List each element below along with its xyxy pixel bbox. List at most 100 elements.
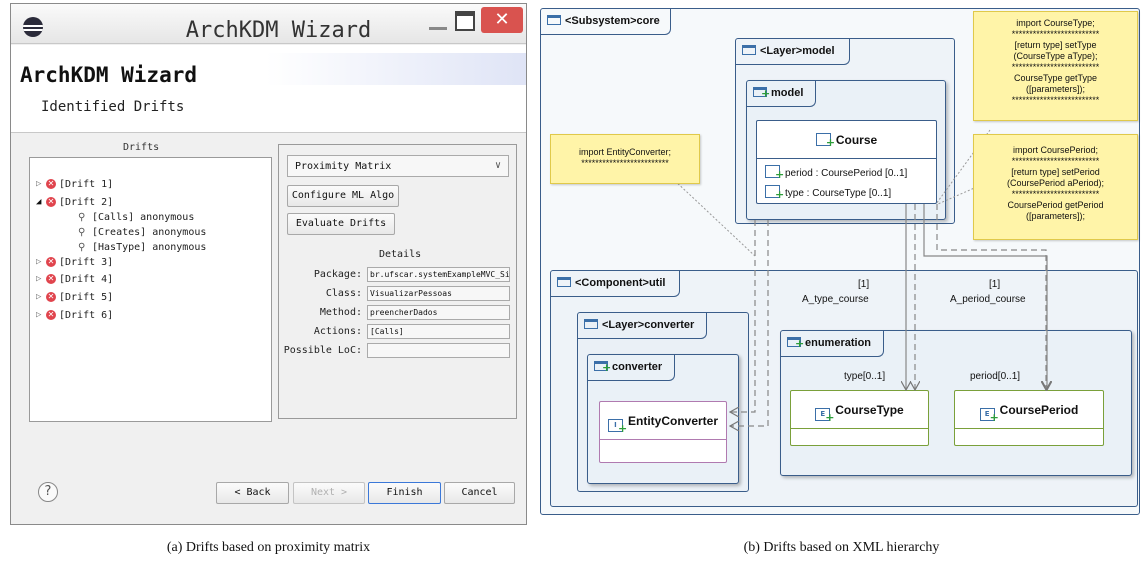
- error-icon: ✕: [46, 310, 56, 320]
- interface-icon: I: [607, 419, 627, 433]
- converter-layer-label: <Layer>converter: [602, 319, 695, 331]
- expand-icon[interactable]: ▷: [36, 274, 42, 284]
- entityconverter-class[interactable]: IEntityConverter: [599, 401, 727, 463]
- multiplicity-period: [1]: [989, 279, 1001, 290]
- coursetype-enum[interactable]: ECourseType: [790, 390, 929, 446]
- method-field[interactable]: preencherDados: [367, 305, 510, 320]
- wizard-window: ArchKDM Wizard ✕ ArchKDM Wizard Identifi…: [10, 3, 527, 525]
- package-icon: [753, 87, 770, 98]
- course-class[interactable]: Course period : CoursePeriod [0..1] type…: [756, 120, 937, 204]
- enumeration-package-tab: enumeration: [781, 331, 885, 357]
- note-line: *************************: [1011, 95, 1100, 105]
- note-line: CoursePeriod getPeriod: [1007, 200, 1104, 210]
- class-field[interactable]: VisualizarPessoas: [367, 286, 510, 301]
- tree-item-drift-3[interactable]: ▷ ✕ [Drift 3]: [36, 254, 113, 270]
- caption-a: (a) Drifts based on proximity matrix: [166, 540, 371, 555]
- tree-item-label: [Calls] anonymous: [92, 211, 195, 223]
- enumeration-icon: E: [815, 408, 834, 422]
- role-type-label: type[0..1]: [844, 371, 886, 382]
- package-icon: [742, 45, 756, 55]
- tree-item-label: [Drift 5]: [59, 291, 114, 303]
- converter-layer-tab: <Layer>converter: [578, 313, 708, 339]
- configure-ml-button[interactable]: Configure ML Algo: [287, 185, 399, 207]
- package-field[interactable]: br.ufscar.systemExampleMVC_Simp: [367, 267, 510, 282]
- strategy-select-value: Proximity Matrix: [295, 161, 392, 172]
- note-line: *************************: [1011, 62, 1100, 72]
- courseperiod-enum[interactable]: ECoursePeriod: [954, 390, 1104, 446]
- attribute-icon: [765, 185, 784, 199]
- note-import-entityconverter: import EntityConverter; ****************…: [550, 134, 700, 184]
- attribute-icon: [765, 165, 784, 179]
- error-icon: ✕: [46, 274, 56, 284]
- entityconverter-class-header: IEntityConverter: [600, 402, 726, 440]
- package-label: Package:: [313, 269, 362, 280]
- model-layer-label: <Layer>model: [760, 45, 835, 57]
- tree-item-label: [Creates] anonymous: [92, 226, 207, 238]
- package-icon: [594, 361, 611, 372]
- association-period-label: A_period_course: [950, 294, 1026, 305]
- core-subsystem-label: <Subsystem>core: [565, 15, 660, 27]
- finish-button[interactable]: Finish: [368, 482, 441, 504]
- expand-icon[interactable]: ▷: [36, 257, 42, 267]
- banner-gradient: [266, 53, 526, 85]
- tree-item-drift-4[interactable]: ▷ ✕ [Drift 4]: [36, 271, 113, 287]
- help-icon[interactable]: ?: [38, 482, 58, 502]
- role-period-label: period[0..1]: [970, 371, 1021, 382]
- strategy-select[interactable]: Proximity Matrix ∨: [287, 155, 509, 177]
- tree-item-hastype[interactable]: ⚲ [HasType] anonymous: [78, 239, 206, 255]
- actions-label: Actions:: [313, 326, 362, 337]
- possible-loc-label: Possible LoC:: [283, 345, 362, 356]
- tree-item-label: [Drift 1]: [59, 178, 114, 190]
- enumeration-package-label: enumeration: [805, 337, 872, 349]
- evaluate-drifts-button[interactable]: Evaluate Drifts: [287, 213, 395, 235]
- package-icon: [547, 15, 561, 25]
- util-component-label: <Component>util: [575, 277, 666, 289]
- wizard-heading: ArchKDM Wizard: [20, 63, 198, 87]
- note-line: ([parameters]);: [1025, 211, 1085, 221]
- tree-item-calls[interactable]: ⚲ [Calls] anonymous: [78, 209, 194, 225]
- search-icon: ⚲: [78, 241, 86, 253]
- back-button[interactable]: < Back: [216, 482, 289, 504]
- wizard-banner: ArchKDM Wizard Identified Drifts: [11, 45, 526, 133]
- expand-icon[interactable]: ▷: [36, 179, 42, 189]
- note-line: [return type] setPeriod: [1011, 167, 1100, 177]
- courseperiod-enum-header: ECoursePeriod: [955, 391, 1103, 429]
- courseperiod-enum-name: CoursePeriod: [999, 403, 1079, 417]
- converter-package-tab: converter: [588, 355, 676, 381]
- expand-icon[interactable]: ▷: [36, 310, 42, 320]
- course-attr-period-text: period : CoursePeriod [0..1]: [785, 168, 908, 179]
- expand-icon[interactable]: ▷: [36, 292, 42, 302]
- coursetype-enum-header: ECourseType: [791, 391, 928, 429]
- coursetype-enum-name: CourseType: [835, 403, 904, 417]
- tree-item-drift-6[interactable]: ▷ ✕ [Drift 6]: [36, 307, 113, 323]
- minimize-button[interactable]: [429, 18, 447, 38]
- tree-item-label: [Drift 3]: [59, 256, 114, 268]
- chevron-down-icon: ∨: [494, 160, 501, 171]
- collapse-icon[interactable]: ◢: [36, 197, 42, 207]
- possible-loc-field[interactable]: [367, 343, 510, 358]
- note-line: (CourseType aType);: [1013, 51, 1098, 61]
- class-label: Class:: [325, 288, 362, 299]
- tree-item-drift-2[interactable]: ◢ ✕ [Drift 2]: [36, 194, 113, 210]
- architecture-diagram: <Subsystem>core <Layer>model model Cours…: [540, 8, 1140, 515]
- entityconverter-class-name: EntityConverter: [627, 414, 719, 428]
- error-icon: ✕: [46, 179, 56, 189]
- note-line: *************************: [1011, 156, 1100, 166]
- maximize-button[interactable]: [455, 11, 475, 31]
- tree-item-creates[interactable]: ⚲ [Creates] anonymous: [78, 224, 206, 240]
- tree-item-drift-1[interactable]: ▷ ✕ [Drift 1]: [36, 176, 113, 192]
- tree-item-drift-5[interactable]: ▷ ✕ [Drift 5]: [36, 289, 113, 305]
- drift-tree[interactable]: ▷ ✕ [Drift 1] ◢ ✕ [Drift 2] ⚲ [Calls] an…: [29, 157, 272, 422]
- next-button[interactable]: Next >: [293, 482, 365, 504]
- actions-field[interactable]: [Calls]: [367, 324, 510, 339]
- close-button[interactable]: ✕: [481, 7, 523, 33]
- cancel-button[interactable]: Cancel: [444, 482, 515, 504]
- note-line: import CoursePeriod;: [1012, 145, 1099, 155]
- note-line: *************************: [581, 158, 669, 168]
- note-line: [return type] setType: [1014, 40, 1097, 50]
- tree-item-label: [HasType] anonymous: [92, 241, 207, 253]
- package-icon: [584, 319, 598, 329]
- multiplicity-type: [1]: [858, 279, 870, 290]
- search-icon: ⚲: [78, 226, 86, 238]
- method-label: Method:: [319, 307, 362, 318]
